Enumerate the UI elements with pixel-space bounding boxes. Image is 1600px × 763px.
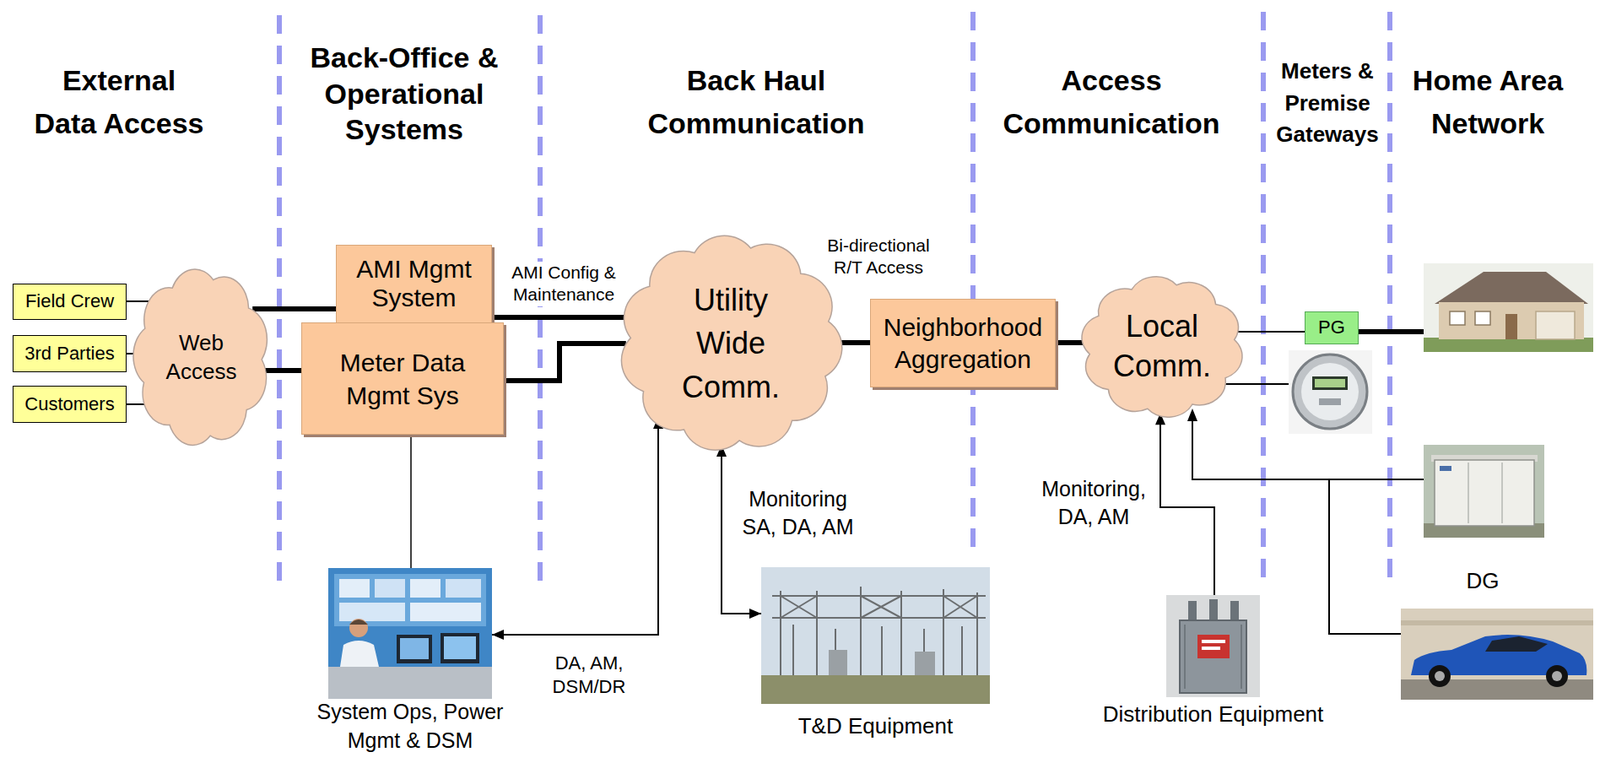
column-header: Home Area Network: [1395, 59, 1580, 146]
connector-line: [1236, 330, 1305, 333]
equipment-photo: Distribution Equipment: [1166, 594, 1260, 698]
system-box: Customers: [12, 385, 127, 423]
connector: [410, 434, 412, 568]
equipment-photo: System Ops, Power Mgmt & DSM: [328, 567, 492, 699]
connector-line: [491, 416, 659, 635]
connector-line: [264, 367, 302, 373]
arrowhead: [491, 629, 504, 640]
control-room-photo: [328, 567, 492, 699]
substation-photo: [761, 567, 990, 704]
connector: [1236, 331, 1305, 333]
column-header: Back Haul Communication: [629, 59, 883, 146]
arrowhead: [1187, 408, 1198, 422]
system-box: Field Crew: [12, 283, 127, 320]
connector: [264, 370, 302, 372]
node-text: Neighborhood Aggregation: [881, 311, 1045, 375]
edge-label: DA, AM, DSM/DR: [546, 651, 632, 698]
cloud-shape: [1081, 276, 1243, 417]
cloud-shape: [621, 235, 842, 450]
edge-label: Monitoring SA, DA, AM: [736, 485, 860, 541]
cloud-outline: [132, 267, 271, 448]
node-text: AMI Mgmt System: [345, 254, 483, 314]
node-text: 3rd Parties: [18, 342, 121, 365]
transformer-photo: [1166, 594, 1260, 698]
system-box: AMI Mgmt System: [335, 244, 492, 324]
annotation-label: Bi-directional R/T Access: [823, 234, 934, 280]
connector-line: [491, 314, 630, 320]
edge-label: Monitoring, DA, AM: [1037, 475, 1151, 530]
system-box: 3rd Parties: [12, 335, 127, 373]
generator-cabinet: [1423, 444, 1545, 538]
house-picture: [1423, 263, 1594, 352]
cloud-node: Web Access: [132, 267, 271, 448]
cloud-node: Utility Wide Comm.: [616, 232, 845, 455]
system-box: PG: [1304, 311, 1359, 345]
connector: [503, 343, 627, 381]
system-box: Meter Data Mgmt Sys: [301, 322, 504, 435]
connector-line: [1160, 412, 1215, 595]
column-header: Access Communication: [984, 59, 1238, 146]
equipment-photo: T&D Equipment: [761, 567, 990, 704]
node-text: Web Access: [157, 329, 246, 387]
column-header: Back-Office & Operational Systems: [294, 39, 514, 148]
connector: [491, 416, 664, 640]
column-separators: [279, 11, 1390, 592]
connector: [1055, 342, 1087, 344]
node-text: Utility Wide Comm.: [663, 278, 799, 408]
node-text: Meter Data Mgmt Sys: [310, 345, 495, 412]
system-box: Neighborhood Aggregation: [870, 298, 1056, 388]
meter-picture: [1288, 350, 1373, 434]
arrowhead: [749, 608, 762, 619]
cloud-outline: [1079, 275, 1245, 419]
equipment-caption: System Ops, Power Mgmt & DSM: [299, 697, 521, 755]
edge-label: AMI Config & Maintenance: [508, 261, 619, 307]
annotation-label: DG: [1457, 567, 1509, 596]
column-header: External Data Access: [30, 59, 208, 146]
cloud-shape: [133, 269, 267, 445]
connector: [491, 317, 630, 319]
node-text: Local Comm.: [1107, 307, 1217, 387]
node-text: Customers: [18, 393, 121, 416]
equipment-caption: Distribution Equipment: [1078, 700, 1349, 730]
column-header: Meters & Premise Gateways: [1269, 55, 1386, 152]
cloud-node: Local Comm.: [1079, 275, 1245, 419]
connector: [1155, 412, 1215, 595]
electric-car: [1400, 608, 1594, 700]
connector-line: [503, 343, 627, 381]
node-text: Field Crew: [18, 290, 121, 313]
connector-line: [252, 306, 336, 312]
connector: [252, 308, 336, 310]
equipment-caption: T&D Equipment: [766, 712, 986, 741]
connector-line: [410, 434, 412, 568]
node-text: PG: [1308, 316, 1355, 339]
